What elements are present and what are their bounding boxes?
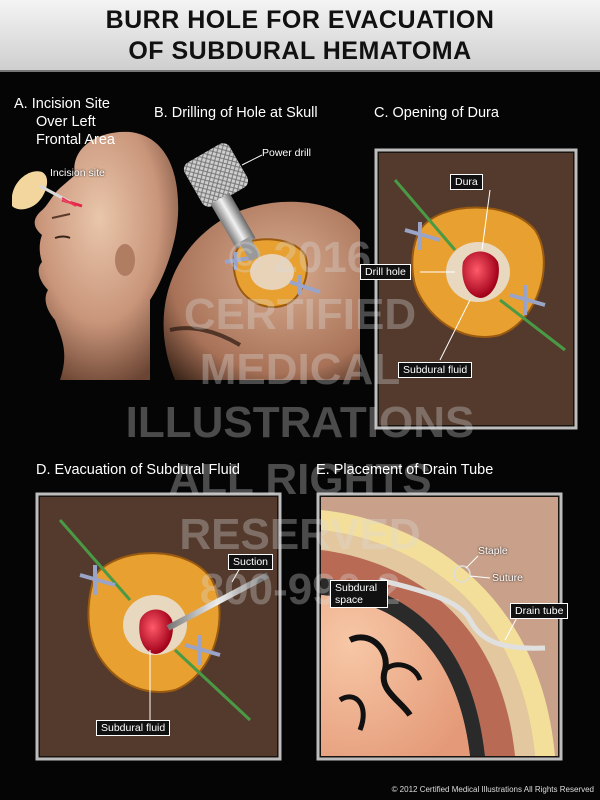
title-bar: BURR HOLE FOR EVACUATION OF SUBDURAL HEM… [0,0,600,72]
power-drill [183,143,261,262]
panel-a-heading-line: Over Left [36,114,96,130]
title-line-2: OF SUBDURAL HEMATOMA [128,37,472,65]
panel-a-heading-line: A. Incision Site [14,96,110,112]
suction-tube [166,572,270,631]
panel-a-head [12,131,179,380]
copyright-notice: © 2012 Certified Medical Illustrations A… [391,785,594,794]
label-drill-hole: Drill hole [360,264,411,280]
panel-b-scalp [163,143,360,380]
drain-tube-graphic [379,577,546,651]
label-drain-tube: Drain tube [510,603,569,619]
panel-e-heading: E. Placement of Drain Tube [316,462,494,478]
panel-b-heading: B. Drilling of Hole at Skull [154,105,318,121]
label-dura: Dura [450,174,483,190]
panel-c-heading: C. Opening of Dura [374,105,499,121]
label-suture: Suture [492,572,523,584]
panel-d-frame [35,492,282,761]
label-subdural-fluid: Subdural fluid [398,362,473,378]
label-subdural-fluid: Subdural fluid [96,720,171,736]
panel-d-heading: D. Evacuation of Subdural Fluid [36,462,240,478]
label-subdural-space: Subdural space [330,580,388,608]
label-staple: Staple [478,545,508,557]
label-power-drill: Power drill [262,147,312,159]
label-incision-site: Incision site [50,167,105,179]
panel-c-frame [374,148,578,430]
panel-a-heading-line: Frontal Area [36,132,115,148]
panel-e-frame [316,492,563,761]
title-line-1: BURR HOLE FOR EVACUATION [105,6,495,34]
label-suction: Suction [228,554,274,570]
